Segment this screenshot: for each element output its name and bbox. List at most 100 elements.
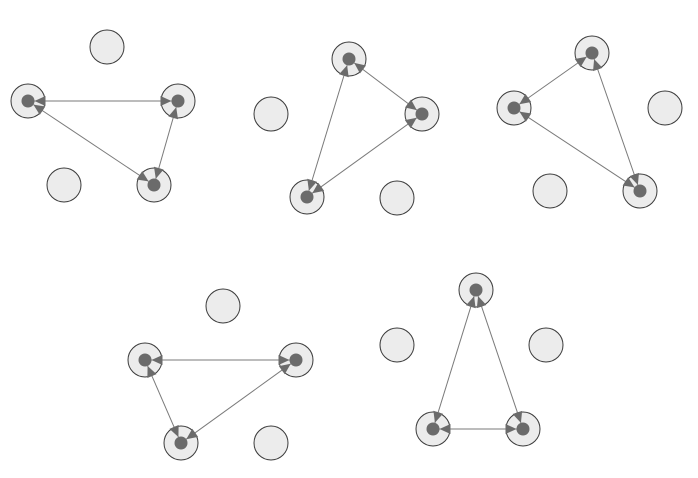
arrowhead — [160, 96, 172, 106]
node-circle — [647, 90, 683, 126]
edge-line — [519, 111, 635, 188]
edge-a-c — [353, 62, 418, 111]
arrowhead — [405, 99, 417, 111]
graph-3 — [496, 35, 683, 209]
node-circle — [528, 327, 564, 363]
node-b — [379, 327, 415, 363]
edge-b-c — [151, 355, 290, 365]
edge-line — [593, 58, 639, 186]
node-b — [253, 96, 289, 132]
arrowhead — [151, 355, 163, 365]
arrowhead — [512, 410, 523, 423]
graph-1 — [10, 29, 196, 203]
node-circle — [379, 180, 415, 216]
arrowhead — [505, 424, 517, 434]
node-circle — [253, 425, 289, 461]
graph-3-edges — [519, 56, 639, 188]
arrowhead — [147, 365, 157, 379]
node-dot — [415, 107, 429, 121]
arrowhead — [33, 104, 46, 115]
arrowhead — [34, 96, 46, 106]
edge-line — [519, 56, 587, 105]
arrowhead — [154, 166, 164, 179]
edge-line — [185, 363, 292, 440]
graph-5-edges — [433, 295, 523, 434]
node-circle — [379, 327, 415, 363]
arrowhead — [519, 111, 532, 122]
node-a — [458, 272, 494, 308]
edge-line — [434, 296, 475, 423]
arrowhead — [404, 117, 417, 129]
edge-c-d — [185, 363, 292, 440]
node-dot — [174, 436, 188, 450]
node-e — [379, 180, 415, 216]
node-dot — [342, 52, 356, 66]
graph-5-nodes — [379, 272, 564, 447]
arrowhead — [307, 178, 317, 191]
arrowhead — [433, 410, 443, 423]
edge-a-b — [519, 56, 587, 105]
graph-1-nodes — [10, 29, 196, 203]
node-d — [415, 411, 451, 447]
edge-line — [147, 365, 179, 438]
arrowhead — [186, 428, 199, 440]
edge-a-e — [476, 295, 523, 424]
edge-line — [33, 104, 149, 182]
arrowhead — [168, 107, 178, 120]
arrowhead — [339, 65, 349, 78]
edge-c-e — [154, 107, 178, 179]
node-dot — [426, 422, 440, 436]
arrowhead — [439, 424, 451, 434]
node-dot — [469, 283, 483, 297]
arrowhead — [476, 296, 487, 309]
edge-line — [155, 107, 177, 179]
edge-a-d — [433, 296, 476, 423]
graph-5 — [379, 272, 564, 447]
edge-b-e — [519, 111, 635, 188]
arrowhead — [629, 172, 639, 185]
arrowhead — [312, 182, 325, 194]
arrowhead — [574, 56, 587, 68]
edge-line — [311, 117, 418, 194]
arrowhead — [136, 171, 149, 182]
graph-4-edges — [147, 355, 292, 440]
node-dot — [289, 353, 303, 367]
node-circle — [46, 167, 82, 203]
edge-a-e — [593, 58, 639, 186]
arrowhead — [278, 355, 290, 365]
arrowhead — [466, 296, 476, 309]
edge-d-e — [439, 424, 517, 434]
node-circle — [253, 96, 289, 132]
node-dot — [507, 101, 521, 115]
node-dot — [171, 94, 185, 108]
edge-line — [477, 295, 522, 424]
edge-a-d — [307, 65, 349, 191]
node-dot — [585, 46, 599, 60]
node-dot — [21, 94, 35, 108]
node-c — [647, 90, 683, 126]
edge-b-d — [147, 365, 179, 438]
edge-b-c — [34, 96, 172, 106]
graph-2 — [253, 41, 440, 216]
arrowhead — [593, 59, 603, 72]
edge-c-d — [311, 117, 418, 194]
arrowhead — [622, 177, 635, 188]
graph-1-edges — [33, 96, 178, 182]
node-c — [528, 327, 564, 363]
node-dot — [138, 353, 152, 367]
node-dot — [516, 422, 530, 436]
node-c — [160, 83, 196, 119]
graph-3-nodes — [496, 35, 683, 209]
graph-4-nodes — [127, 288, 314, 461]
graph-4 — [127, 288, 314, 461]
node-e — [253, 425, 289, 461]
node-dot — [300, 190, 314, 204]
edge-line — [353, 62, 418, 111]
arrowhead — [519, 93, 532, 105]
arrowhead — [169, 424, 179, 438]
edge-b-e — [33, 104, 149, 182]
node-a — [89, 29, 125, 65]
node-dot — [633, 184, 647, 198]
node-circle — [205, 288, 241, 324]
